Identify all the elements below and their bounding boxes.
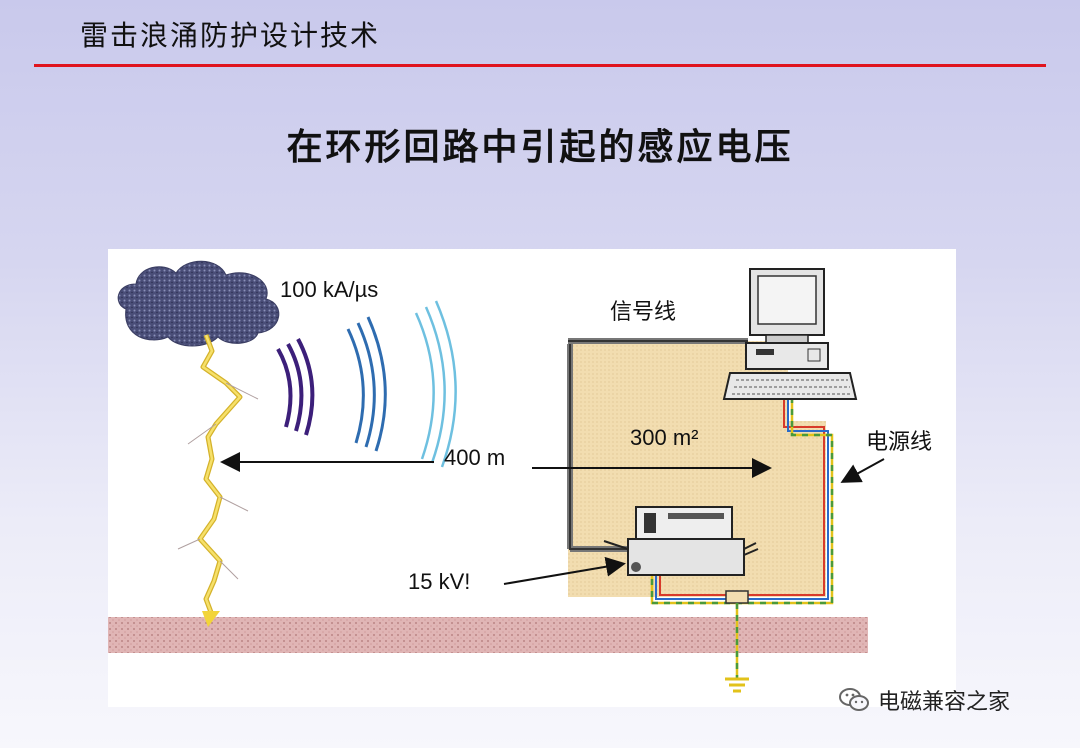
ground-strip xyxy=(108,617,868,653)
watermark-text: 电磁兼容之家 xyxy=(878,690,1011,715)
header-divider xyxy=(34,64,1046,67)
thundercloud-icon xyxy=(117,260,280,347)
wechat-icon xyxy=(839,688,869,711)
signal-line-label: 信号线 xyxy=(610,300,676,325)
power-line xyxy=(650,397,834,693)
diagram-canvas: 100 kA/µs 400 m 300 m² 信号线 电源线 15 kV! xyxy=(108,249,956,707)
slide-title: 在环形回路中引起的感应电压 xyxy=(286,127,794,168)
loop-area-label: 300 m² xyxy=(630,425,698,450)
voltage-pointer xyxy=(503,556,626,585)
printer-icon xyxy=(603,506,759,576)
distance-arrow xyxy=(220,452,772,478)
lightning-bolt-icon xyxy=(177,334,259,627)
distance-label: 400 m xyxy=(444,445,505,470)
watermark: 电磁兼容之家 xyxy=(838,684,1010,716)
header-title: 雷击浪涌防护设计技术 xyxy=(80,19,381,52)
current-rate-label: 100 kA/µs xyxy=(280,277,378,302)
induced-voltage-label: 15 kV! xyxy=(408,569,470,594)
power-line-label: 电源线 xyxy=(866,430,932,455)
computer-icon xyxy=(722,268,858,400)
em-wave-icon xyxy=(276,300,457,468)
induced-voltage-diagram: 100 kA/µs 400 m 300 m² 信号线 电源线 15 kV! xyxy=(108,249,956,707)
power-line-pointer xyxy=(840,458,885,483)
